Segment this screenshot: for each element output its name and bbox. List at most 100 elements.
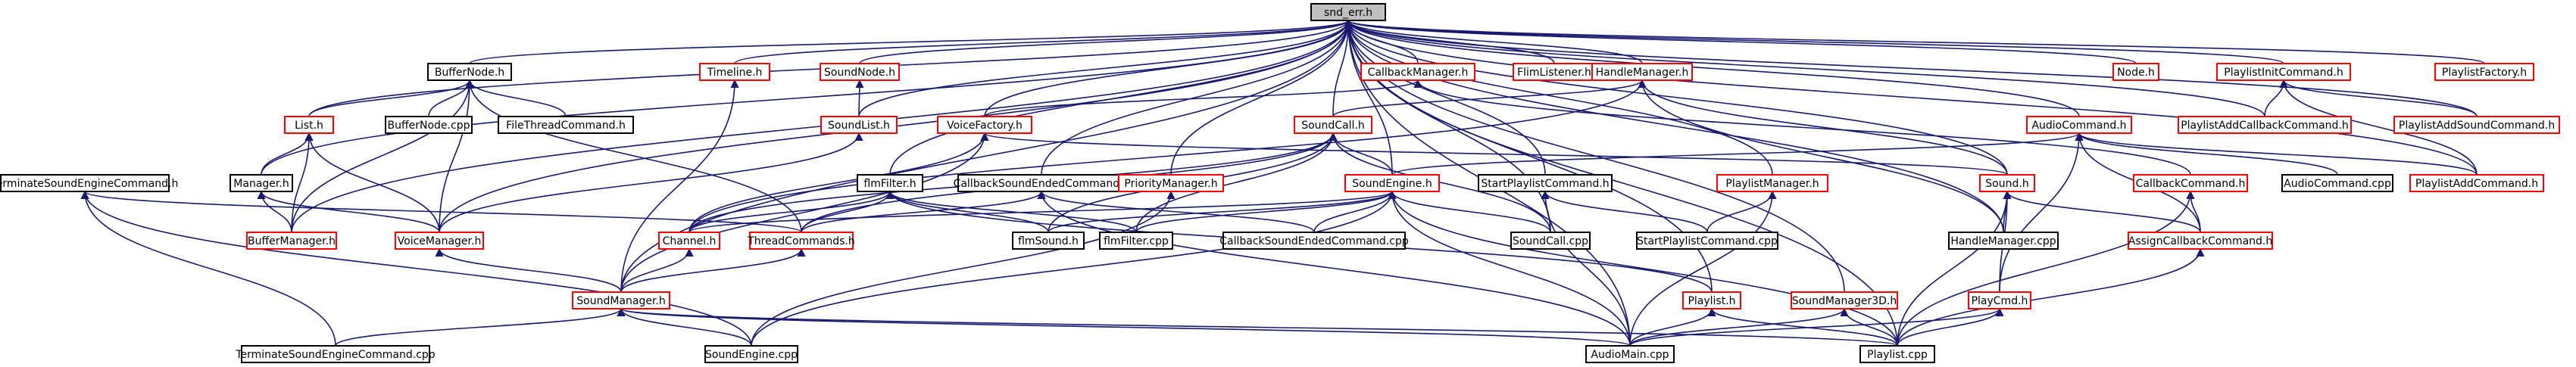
edge-playlist-add-command-to-audio-command <box>2075 132 2478 176</box>
node-label: SoundEngine.h <box>1352 178 1432 190</box>
node-sound-manager[interactable]: SoundManager.h <box>572 291 670 309</box>
edge-manager-to-list <box>261 132 314 176</box>
edge-audio-main-cpp-to-playlist-manager <box>1629 190 1777 347</box>
node-playlist-add-command[interactable]: PlaylistAddCommand.h <box>2409 174 2544 192</box>
node-sound-manager3-d[interactable]: SoundManager3D.h <box>1791 291 1898 309</box>
node-list[interactable]: List.h <box>284 116 334 134</box>
node-playlist-add-sound-command[interactable]: PlaylistAddSoundCommand.h <box>2393 116 2560 134</box>
node-sound-h[interactable]: Sound.h <box>1979 174 2035 192</box>
node-assign-callback-command[interactable]: AssignCallbackCommand.h <box>2128 232 2273 250</box>
node-callback-command[interactable]: CallbackCommand.h <box>2133 174 2248 192</box>
node-label: List.h <box>295 120 323 132</box>
node-play-cmd[interactable]: PlayCmd.h <box>1968 291 2031 309</box>
edge-playlist-cpp-to-play-cmd <box>1897 307 2004 347</box>
node-snd-err[interactable]: snd_err.h <box>1310 3 1386 21</box>
node-callback-sound-ended-command[interactable]: CallbackSoundEndedCommand.h <box>954 174 1130 192</box>
node-label: SoundEngine.cpp <box>705 349 798 361</box>
edge-sound-engine-cpp-to-terminate-sound-engine-command <box>80 190 752 347</box>
node-callback-sound-ended-command-cpp[interactable]: CallbackSoundEndedCommand.cpp <box>1219 232 1409 250</box>
node-playlist-manager[interactable]: PlaylistManager.h <box>1716 174 1828 192</box>
node-buffer-node[interactable]: BufferNode.h <box>427 63 512 81</box>
node-channel[interactable]: Channel.h <box>658 232 720 250</box>
node-callback-manager[interactable]: CallbackManager.h <box>1360 63 1475 81</box>
node-box <box>385 116 473 134</box>
edge-flm-filter-cpp-to-sound-call-h <box>1135 132 1338 233</box>
node-box <box>2393 116 2560 134</box>
edge-thread-commands-to-buffer-node <box>465 79 802 233</box>
node-flm-filter[interactable]: flmFilter.h <box>857 174 923 192</box>
node-sound-call-cpp[interactable]: SoundCall.cpp <box>1510 232 1591 250</box>
node-box <box>1478 174 1613 192</box>
node-playlist-factory[interactable]: PlaylistFactory.h <box>2434 63 2534 81</box>
node-priority-manager[interactable]: PriorityManager.h <box>1118 174 1224 192</box>
node-file-thread-command[interactable]: FileThreadCommand.h <box>498 116 634 134</box>
edge-sound-manager-to-voice-factory <box>620 132 989 293</box>
node-playlist-h[interactable]: Playlist.h <box>1682 291 1741 309</box>
node-label: VoiceManager.h <box>398 235 482 247</box>
node-sound-engine-cpp[interactable]: SoundEngine.cpp <box>704 345 798 363</box>
node-handle-manager-cpp[interactable]: HandleManager.cpp <box>1948 232 2059 250</box>
edge-voice-manager-to-list <box>304 132 440 233</box>
node-box <box>2409 174 2544 192</box>
node-box <box>937 116 1032 134</box>
node-flim-listener[interactable]: FlimListener.h <box>1513 63 1596 81</box>
node-buffer-manager[interactable]: BufferManager.h <box>246 232 337 250</box>
node-playlist-add-callback-command[interactable]: PlaylistAddCallbackCommand.h <box>2178 116 2352 134</box>
node-label: FlimListener.h <box>1517 67 1591 79</box>
edge-audio-main-cpp-to-sound-manager <box>617 307 1631 347</box>
node-playlist-init-command[interactable]: PlaylistInitCommand.h <box>2216 63 2351 81</box>
node-flm-sound-cpp[interactable]: flmSound.h <box>1012 232 1085 250</box>
edge-play-cmd-to-audio-command <box>1999 132 2084 293</box>
node-box <box>1310 3 1386 21</box>
node-audio-command[interactable]: AudioCommand.h <box>2026 116 2132 134</box>
node-label: CallbackCommand.h <box>2136 178 2246 190</box>
edge-list-to-buffer-node <box>308 79 474 117</box>
node-label: Sound.h <box>1985 178 2028 190</box>
node-box <box>241 345 430 363</box>
edge-playlist-cpp-to-callback-command <box>1897 190 2195 347</box>
node-terminate-sound-engine-command-cpp[interactable]: TerminateSoundEngineCommand.cpp <box>235 345 436 363</box>
node-start-playlist-command-cpp[interactable]: StartPlaylistCommand.cpp <box>1636 232 1778 250</box>
node-box <box>1948 232 2059 250</box>
edge-sound-engine-h-to-sound-call-h <box>1329 132 1393 176</box>
node-voice-factory[interactable]: VoiceFactory.h <box>937 116 1032 134</box>
edge-file-thread-command-to-buffer-node <box>465 79 567 117</box>
node-label: SoundManager3D.h <box>1792 295 1897 307</box>
edge-playlist-factory-to-snd-err <box>1344 19 2485 64</box>
node-timeline[interactable]: Timeline.h <box>699 63 770 81</box>
node-terminate-sound-engine-command[interactable]: TerminateSoundEngineCommand.h <box>0 174 178 192</box>
node-voice-manager[interactable]: VoiceManager.h <box>395 232 484 250</box>
edge-playlist-add-command-to-playlist-init-command <box>2279 79 2478 176</box>
node-buffer-node-cpp[interactable]: BufferNode.cpp <box>385 116 473 134</box>
node-audio-main-cpp[interactable]: AudioMain.cpp <box>1585 345 1675 363</box>
edge-playlist-add-command-to-snd-err <box>1344 19 2478 176</box>
node-box <box>2178 116 2352 134</box>
node-box <box>2434 63 2534 81</box>
node-flm-filter-cpp[interactable]: flmFilter.cpp <box>1099 232 1173 250</box>
edge-channel-to-flm-filter <box>688 190 895 233</box>
node-box <box>427 63 512 81</box>
node-box <box>749 232 854 250</box>
node-sound-engine-h[interactable]: SoundEngine.h <box>1344 174 1440 192</box>
node-sound-node[interactable]: SoundNode.h <box>820 63 900 81</box>
node-label: TerminateSoundEngineCommand.h <box>0 178 178 190</box>
node-label: ThreadCommands.h <box>747 235 855 247</box>
node-label: PlaylistManager.h <box>1725 178 1819 190</box>
node-handle-manager[interactable]: HandleManager.h <box>1591 63 1693 81</box>
node-thread-commands[interactable]: ThreadCommands.h <box>747 232 855 250</box>
edge-handle-manager-cpp-to-handle-manager <box>1638 79 2004 233</box>
node-label: CallbackSoundEndedCommand.h <box>954 178 1130 190</box>
node-start-playlist-command[interactable]: StartPlaylistCommand.h <box>1478 174 1613 192</box>
node-sound-list[interactable]: SoundList.h <box>820 116 898 134</box>
node-playlist-cpp[interactable]: Playlist.cpp <box>1859 345 1935 363</box>
node-label: PlaylistFactory.h <box>2442 67 2527 79</box>
node-sound-call-h[interactable]: SoundCall.h <box>1294 116 1372 134</box>
node-manager[interactable]: Manager.h <box>229 174 293 192</box>
edge-timeline-to-snd-err <box>734 19 1353 64</box>
node-node[interactable]: Node.h <box>2112 63 2159 81</box>
node-label: PlayCmd.h <box>1972 295 2028 307</box>
node-label: CallbackManager.h <box>1368 67 1469 79</box>
edge-playlist-add-sound-command-to-snd-err <box>1344 19 2478 117</box>
node-box <box>820 116 898 134</box>
node-audio-command-cpp[interactable]: AudioCommand.cpp <box>2281 174 2393 192</box>
